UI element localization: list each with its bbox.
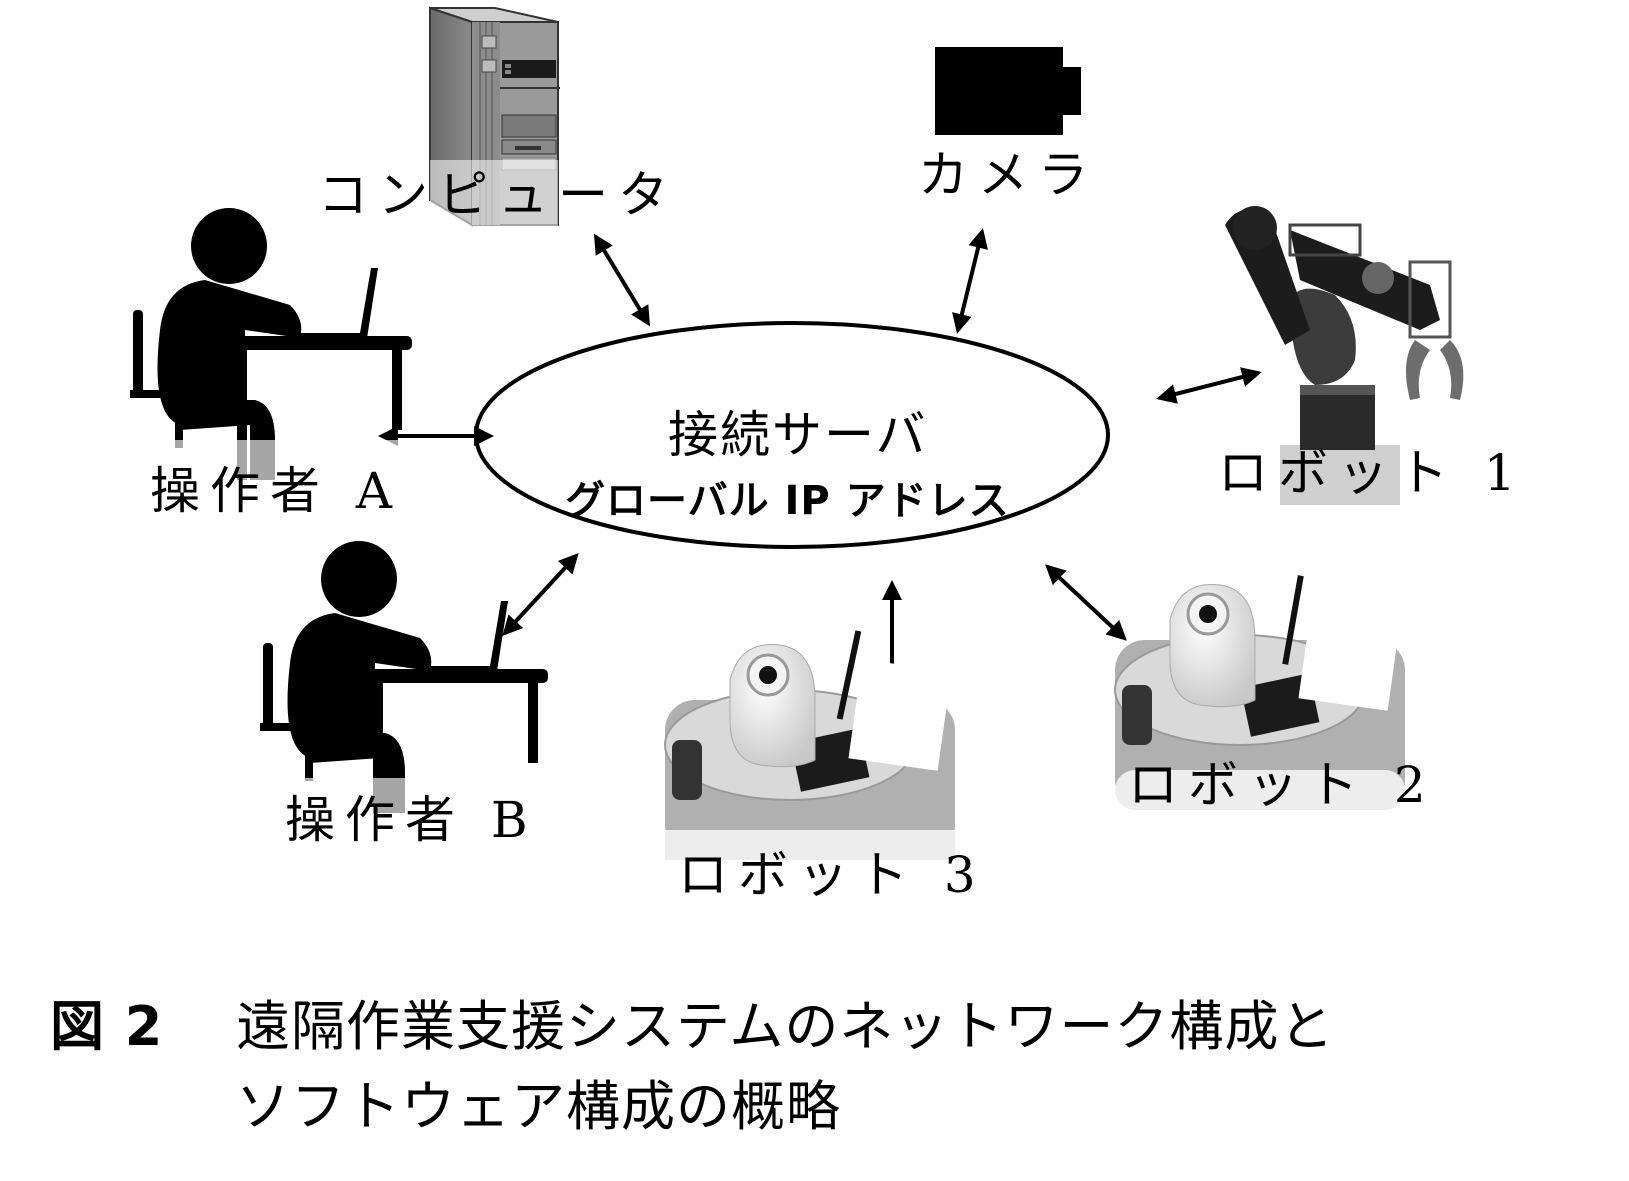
mobile-robot-icon [664,630,955,860]
operator-b-label: 操作者 B [285,791,538,849]
caption-line-2: ソフトウェア構成の概略 [236,1075,841,1138]
arrow-robot2 [1045,564,1127,641]
computer-label: コンピュータ [318,166,678,224]
arrow-camera [952,228,988,334]
figure-number: 図 2 [50,995,164,1058]
operator-at-desk-icon [260,541,548,858]
robot1-label: ロボット 1 [1218,444,1526,502]
mobile-robot-icon [1114,575,1405,810]
caption-line-1: 遠隔作業支援システムのネットワーク構成と [236,995,1335,1058]
arrow-computer [593,233,651,327]
server-title: 接続サーバ [668,406,928,464]
operator-at-desk-icon [130,208,412,520]
operator-a-label: 操作者 A [150,462,403,520]
robot3-label: ロボット 3 [678,846,986,904]
robot-arm-icon [1225,206,1464,505]
figure-caption: 図 2 [50,1000,163,1054]
camera-label: カメラ [918,146,1098,204]
arrow-operator-b [502,553,579,636]
server-subtitle: グローバル IP アドレス [565,478,1010,524]
desktop-tower-icon [429,6,560,228]
robot2-label: ロボット 2 [1128,756,1436,814]
arrow-robot1 [1156,367,1262,404]
camera-icon [935,47,1081,135]
